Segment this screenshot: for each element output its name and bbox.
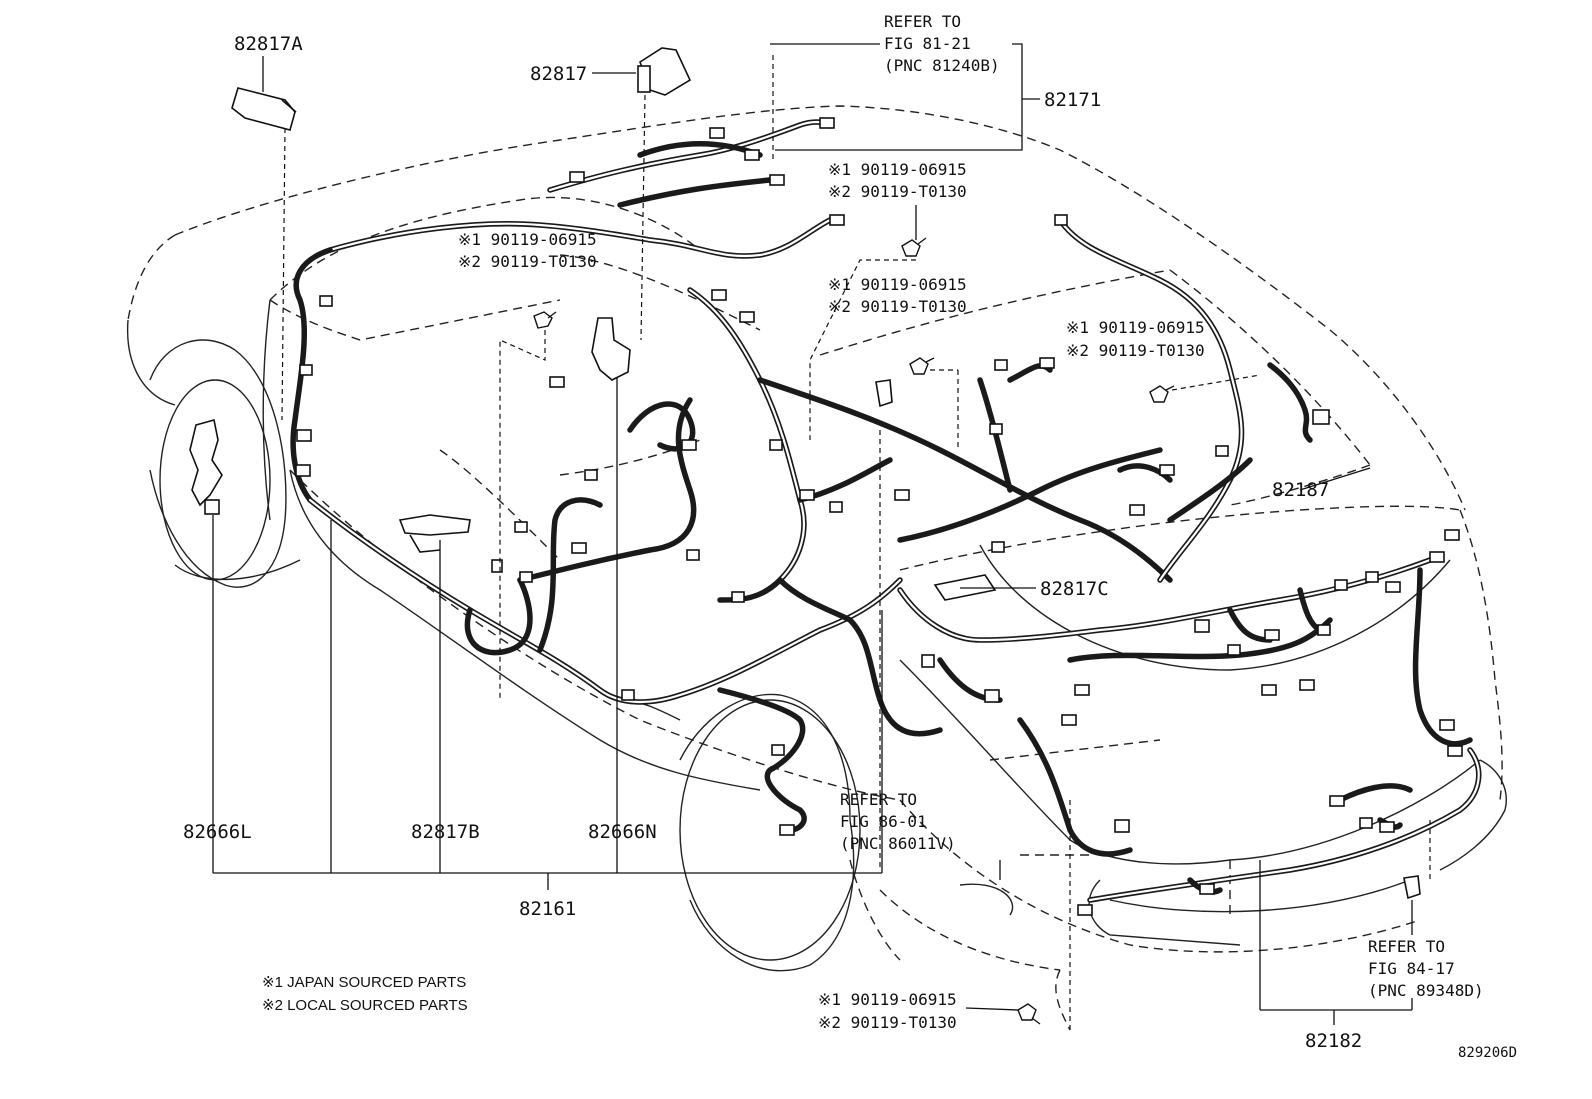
- label-82182: 82182: [1305, 1030, 1362, 1052]
- bolt-callout-2: ※1 90119-06915 ※2 90119-T0130: [828, 160, 967, 201]
- refer-callout-fig81: REFER TO FIG 81-21 (PNC 81240B): [884, 12, 1000, 75]
- legend-line-2: ※2 LOCAL SOURCED PARTS: [262, 997, 468, 1014]
- figure-code: 829206D: [1458, 1045, 1517, 1061]
- refer-fig86-line2: FIG 86-01: [840, 812, 927, 831]
- label-82817A: 82817A: [234, 33, 303, 55]
- bolt-callout-2-line1: ※1 90119-06915: [828, 160, 967, 179]
- bolt-callout-2-line2: ※2 90119-T0130: [828, 182, 967, 201]
- refer-fig81-line1: REFER TO: [884, 12, 961, 31]
- refer-callout-fig86: REFER TO FIG 86-01 (PNC 86011V): [840, 790, 956, 853]
- bolts: [533, 237, 1175, 1025]
- label-82817: 82817: [530, 63, 587, 85]
- bolt-callout-3: ※1 90119-06915 ※2 90119-T0130: [828, 275, 967, 316]
- legend-line-1: ※1 JAPAN SOURCED PARTS: [262, 974, 466, 991]
- bolt-callout-4-line2: ※2 90119-T0130: [1066, 341, 1205, 360]
- clips-and-brackets: [189, 47, 1421, 900]
- bolt-callout-3-line1: ※1 90119-06915: [828, 275, 967, 294]
- legend: ※1 JAPAN SOURCED PARTS ※2 LOCAL SOURCED …: [262, 974, 468, 1014]
- bolt-callout-3-line2: ※2 90119-T0130: [828, 297, 967, 316]
- bolt-callout-4-line1: ※1 90119-06915: [1066, 318, 1205, 337]
- bolt-callout-5: ※1 90119-06915 ※2 90119-T0130: [818, 990, 957, 1032]
- refer-fig86-line3: (PNC 86011V): [840, 834, 956, 853]
- label-82187: 82187: [1272, 479, 1329, 501]
- bolt-callout-5-line2: ※2 90119-T0130: [818, 1013, 957, 1032]
- bolt-callout-1: ※1 90119-06915 ※2 90119-T0130: [458, 230, 597, 271]
- label-82171: 82171: [1044, 89, 1101, 111]
- refer-callout-fig84: REFER TO FIG 84-17 (PNC 89348D): [1368, 937, 1484, 1000]
- leader-lines: [212, 43, 1431, 1030]
- label-82817C: 82817C: [1040, 578, 1109, 600]
- bolt-callout-5-line1: ※1 90119-06915: [818, 990, 957, 1009]
- bolt-3: [909, 357, 935, 375]
- refer-fig84-line3: (PNC 89348D): [1368, 981, 1484, 1000]
- connectors: [295, 117, 1463, 916]
- refer-fig84-line2: FIG 84-17: [1368, 959, 1455, 978]
- refer-fig86-line1: REFER TO: [840, 790, 917, 809]
- label-82161: 82161: [519, 898, 576, 920]
- bolt-2: [901, 237, 927, 257]
- bolt-4: [1149, 385, 1175, 403]
- bolt-5: [1017, 1003, 1041, 1025]
- bolt-1: [533, 311, 557, 329]
- label-82817B: 82817B: [411, 821, 480, 843]
- bolt-callout-1-line1: ※1 90119-06915: [458, 230, 597, 249]
- label-82666L: 82666L: [183, 821, 252, 843]
- refer-fig81-line3: (PNC 81240B): [884, 56, 1000, 75]
- refer-fig81-line2: FIG 81-21: [884, 34, 971, 53]
- part-labels: 82817A 82817 82171 82187 82817C 82666L 8…: [183, 33, 1362, 1052]
- bolt-callout-1-line2: ※2 90119-T0130: [458, 252, 597, 271]
- bolt-callout-4: ※1 90119-06915 ※2 90119-T0130: [1066, 318, 1205, 360]
- label-82666N: 82666N: [588, 821, 657, 843]
- car-body-outline: [126, 105, 1507, 1031]
- refer-fig84-line1: REFER TO: [1368, 937, 1445, 956]
